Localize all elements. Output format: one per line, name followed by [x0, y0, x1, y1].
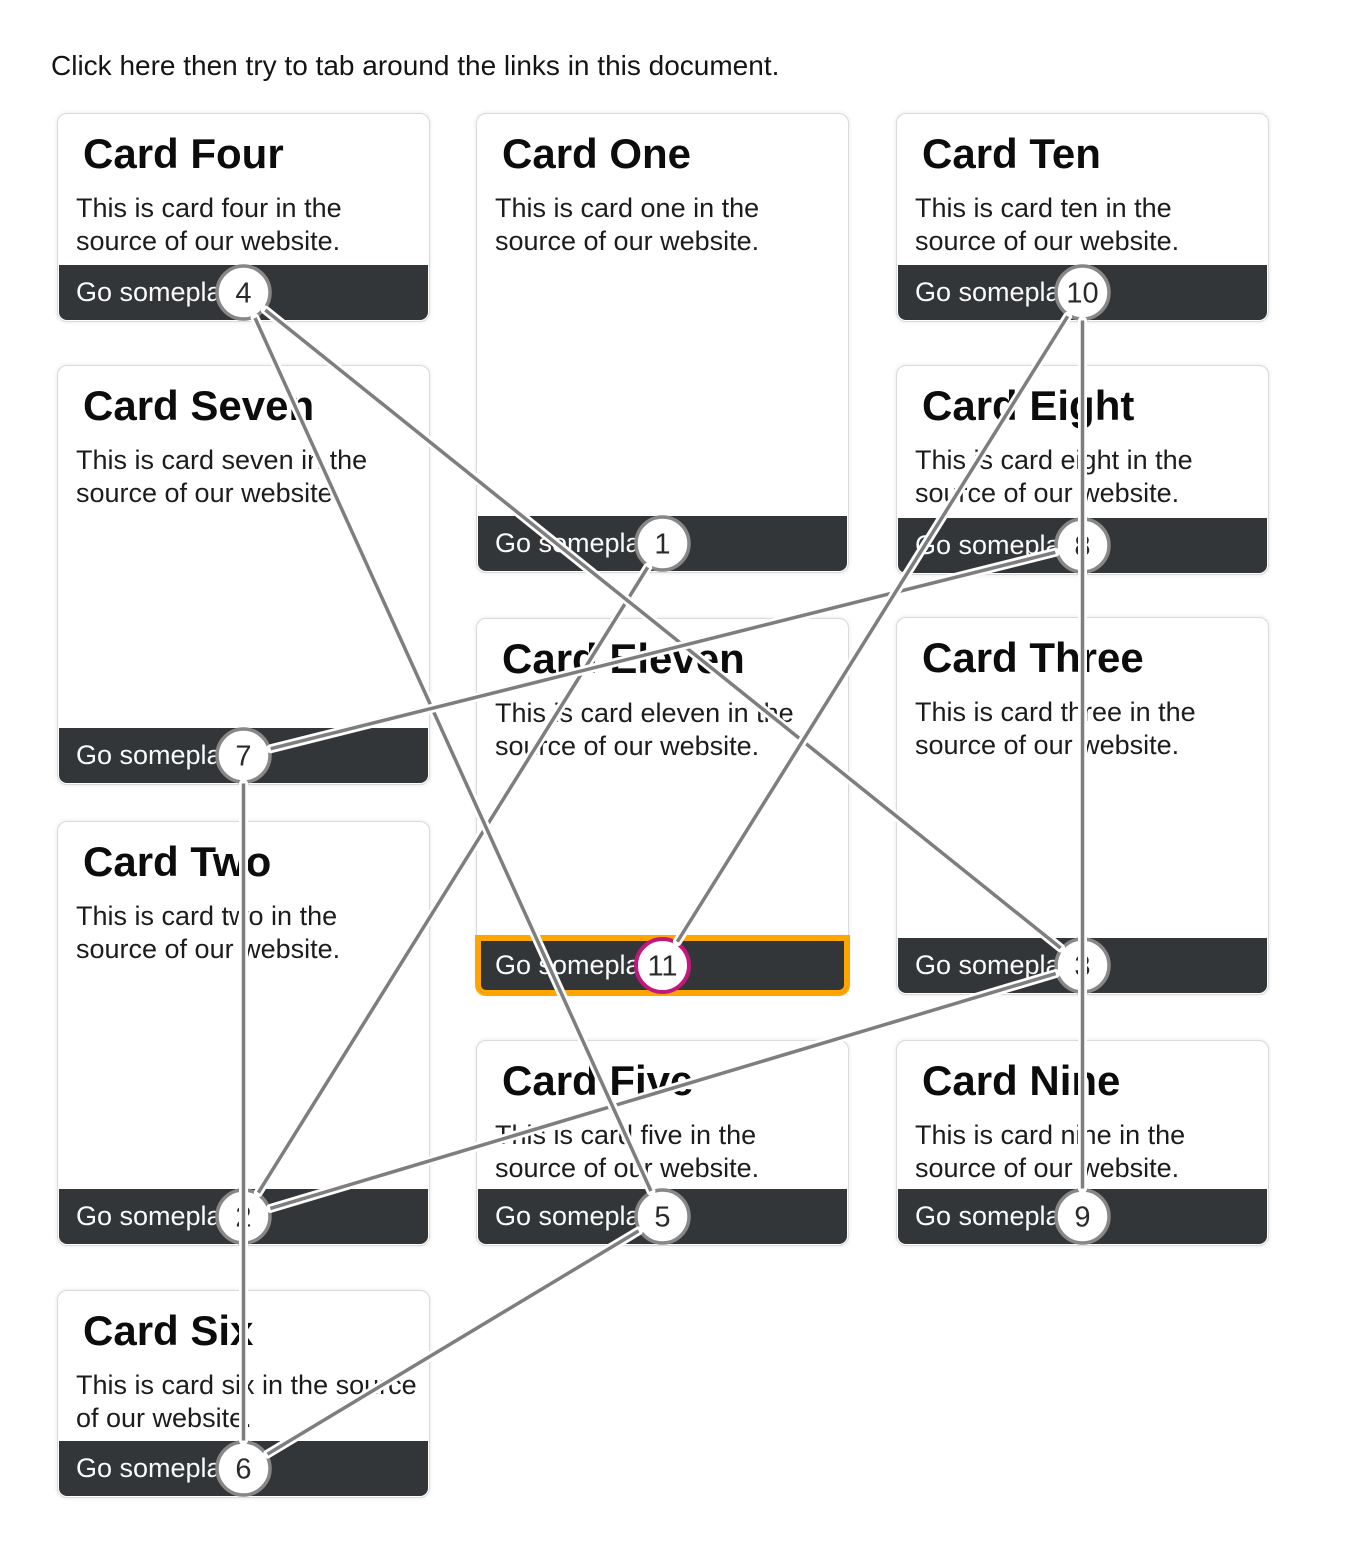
card-seven: Card Seven This is card seven in the sou…: [57, 365, 430, 785]
card-nine: Card Nine This is card nine in the sourc…: [896, 1040, 1269, 1246]
card-one: Card One This is card one in the source …: [476, 113, 849, 573]
card-body-text: This is card four in the source of our w…: [76, 193, 342, 256]
card-one-link[interactable]: Go someplace: [478, 516, 847, 571]
card-body-text: This is card nine in the source of our w…: [915, 1120, 1186, 1183]
card-body-text: This is card five in the source of our w…: [495, 1120, 760, 1183]
card-ten: Card Ten This is card ten in the source …: [896, 113, 1269, 322]
card-title: Card Seven: [83, 382, 315, 429]
card-body-text: This is card three in the source of our …: [915, 697, 1196, 760]
card-title: Card Eleven: [502, 635, 745, 682]
card-title: Card Six: [83, 1307, 254, 1354]
card-ten-link[interactable]: Go someplace: [898, 265, 1267, 320]
card-body-text: This is card eight in the source of our …: [915, 445, 1193, 508]
card-seven-link[interactable]: Go someplace: [59, 728, 428, 783]
card-title: Card Ten: [922, 130, 1101, 177]
instruction-text[interactable]: Click here then try to tab around the li…: [51, 50, 780, 81]
card-eleven: Card Eleven This is card eleven in the s…: [476, 618, 849, 995]
card-nine-link[interactable]: Go someplace: [898, 1189, 1267, 1244]
card-five-link[interactable]: Go someplace: [478, 1189, 847, 1244]
card-title: Card Four: [83, 130, 284, 177]
card-six: Card Six This is card six in the source …: [57, 1290, 430, 1498]
card-eleven-link[interactable]: Go someplace: [478, 938, 847, 993]
card-title: Card Five: [502, 1057, 694, 1104]
card-body-text: This is card one in the source of our we…: [495, 193, 760, 256]
card-four: Card Four This is card four in the sourc…: [57, 113, 430, 322]
card-eight: Card Eight This is card eight in the sou…: [896, 365, 1269, 575]
card-body-text: This is card two in the source of our we…: [76, 901, 341, 964]
card-three-link[interactable]: Go someplace: [898, 938, 1267, 993]
card-three: Card Three This is card three in the sou…: [896, 617, 1269, 995]
card-title: Card Two: [83, 838, 272, 885]
card-title: Card Eight: [922, 382, 1135, 429]
card-body-text: This is card ten in the source of our we…: [915, 193, 1180, 256]
card-body-text: This is card eleven in the source of our…: [495, 698, 794, 761]
card-five: Card Five This is card five in the sourc…: [476, 1040, 849, 1246]
card-body-text: This is card seven in the source of our …: [76, 445, 368, 508]
card-two-link[interactable]: Go someplace: [59, 1189, 428, 1244]
card-title: Card One: [502, 130, 692, 177]
card-six-link[interactable]: Go someplace: [59, 1441, 428, 1496]
card-body-text: This is card six in the source of our we…: [76, 1370, 417, 1433]
card-four-link[interactable]: Go someplace: [59, 265, 428, 320]
card-title: Card Three: [922, 634, 1144, 681]
card-title: Card Nine: [922, 1057, 1121, 1104]
card-two: Card Two This is card two in the source …: [57, 821, 430, 1246]
card-eight-link[interactable]: Go someplace: [898, 518, 1267, 573]
